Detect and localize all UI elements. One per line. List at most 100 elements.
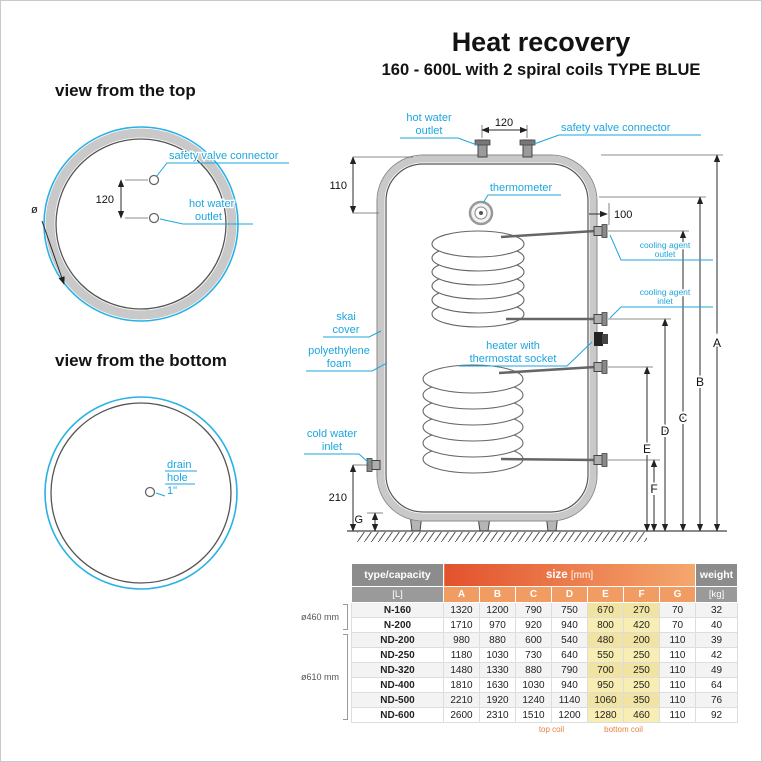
table-header-row-2: [L] A B C D E F G [kg] (351, 586, 739, 603)
cell-E: 700 (587, 662, 624, 678)
drain-label-3: 1" (167, 485, 177, 497)
dim-G: G (354, 512, 383, 532)
heater-socket-port (594, 332, 608, 346)
cell-A: 1710 (443, 617, 480, 633)
cell-weight: 64 (695, 677, 739, 693)
drain-leader (155, 492, 166, 497)
cell-B: 970 (479, 617, 516, 633)
cell-G: 110 (658, 647, 697, 663)
cell-weight: 42 (695, 647, 739, 663)
bottom-spiral-coil (422, 364, 524, 474)
header-type-unit: [L] (351, 586, 444, 603)
cell-D: 940 (551, 617, 588, 633)
dim-100-right: 100 (589, 203, 632, 225)
cell-E: 550 (587, 647, 624, 663)
diameter-group-610: ø610 mm (294, 632, 348, 722)
cold-water-inlet-label-2: inlet (322, 441, 342, 453)
hot-water-outlet-port (474, 139, 491, 158)
tank-inner-wall (385, 163, 589, 513)
header-col-G: G (658, 586, 697, 603)
cooling-agent-outlet-leader (609, 234, 713, 261)
cell-D: 750 (551, 602, 588, 618)
cooling-agent-inlet-label-2: inlet (657, 296, 673, 306)
cell-C: 730 (515, 647, 552, 663)
top-view-diagram: 120 ø safety valve connector hot water o… (31, 126, 289, 322)
skai-cover-leader (323, 330, 382, 338)
svg-text:E: E (643, 442, 651, 456)
drain-label-1: drain (167, 459, 191, 471)
svg-text:F: F (650, 482, 657, 496)
cell-weight: 76 (695, 692, 739, 708)
cell-type: ND-200 (351, 632, 444, 648)
cooling-agent-outlet-label-2: outlet (655, 249, 676, 259)
cell-type: ND-500 (351, 692, 444, 708)
spec-table: type/capacity size [mm] weight [L] A B C… (351, 563, 739, 736)
dim-120-label: 120 (96, 194, 114, 206)
safety-valve-connector-leader (533, 134, 701, 145)
polyethylene-foam-label-2: foam (327, 358, 351, 370)
header-col-F: F (623, 586, 660, 603)
cell-G: 70 (658, 617, 697, 633)
cell-type: ND-320 (351, 662, 444, 678)
header-weight: weight (695, 563, 739, 587)
heater-leader (459, 341, 593, 367)
cooling-agent-inlet-label-1: cooling agent (640, 287, 691, 297)
cell-E: 1280 (587, 707, 624, 723)
cell-weight: 49 (695, 662, 739, 678)
cell-weight: 40 (695, 617, 739, 633)
cell-B: 1330 (479, 662, 516, 678)
cell-C: 920 (515, 617, 552, 633)
header-col-D: D (551, 586, 588, 603)
header-col-E: E (587, 586, 624, 603)
cell-E: 800 (587, 617, 624, 633)
cell-A: 1180 (443, 647, 480, 663)
cell-A: 2600 (443, 707, 480, 723)
hot-water-port (148, 212, 160, 224)
bottom-coil-lower-port (593, 453, 608, 467)
cooling-agent-outlet-label-1: cooling agent (640, 240, 691, 250)
safety-valve-connector-port (519, 139, 536, 158)
cell-E: 950 (587, 677, 624, 693)
dim-A: A (601, 154, 723, 532)
dim-120-top: 120 (481, 117, 528, 138)
cell-D: 540 (551, 632, 588, 648)
cell-F: 250 (623, 677, 660, 693)
top-spiral-coil (431, 230, 525, 328)
svg-text:C: C (679, 411, 688, 425)
table-row: ND-250 1180 1030 730 640 550 250 110 42 (351, 647, 739, 663)
hot-water-label-2: outlet (195, 211, 222, 223)
tank-insulation-layer (377, 155, 597, 521)
thermometer-leader (482, 194, 561, 204)
header-col-A: A (443, 586, 480, 603)
hot-water-leader (159, 218, 253, 225)
table-row: ND-400 1810 1630 1030 940 950 250 110 64 (351, 677, 739, 693)
polyethylene-foam-label-1: polyethylene (308, 345, 370, 357)
top-view-heading: view from the top (55, 81, 196, 100)
diagram-canvas: 120 ø safety valve connector hot water o… (31, 111, 727, 590)
table-row: N-160 1320 1200 790 750 670 270 70 32 (351, 602, 739, 618)
diameter-group-460: ø460 mm (294, 602, 348, 632)
dim-210-left: 210 (329, 464, 369, 532)
page-subtitle: 160 - 600L with 2 spiral coils TYPE BLUE (381, 61, 701, 79)
cell-F: 460 (623, 707, 660, 723)
table-row: ND-600 2600 2310 1510 1200 1280 460 110 … (351, 707, 739, 723)
diameter-symbol: ø (31, 204, 38, 216)
cell-F: 270 (623, 602, 660, 618)
cell-C: 1030 (515, 677, 552, 693)
diameter-arrow (41, 220, 65, 285)
safety-valve-port (148, 174, 160, 186)
cooling-agent-inlet-leader (609, 306, 713, 319)
safety-valve-leader (155, 162, 289, 178)
header-type-capacity: type/capacity (351, 563, 444, 587)
bottom-coil-footnote: bottom coil (587, 722, 660, 736)
header-col-B: B (479, 586, 516, 603)
hot-water-label-1: hot water (189, 198, 235, 210)
cell-G: 110 (658, 677, 697, 693)
thermometer-label: thermometer (490, 182, 553, 194)
cell-C: 880 (515, 662, 552, 678)
hot-water-outlet-label-1: hot water (406, 112, 452, 124)
cell-C: 790 (515, 602, 552, 618)
skai-cover-label-1: skai (336, 311, 356, 323)
cell-weight: 39 (695, 632, 739, 648)
cell-B: 1630 (479, 677, 516, 693)
